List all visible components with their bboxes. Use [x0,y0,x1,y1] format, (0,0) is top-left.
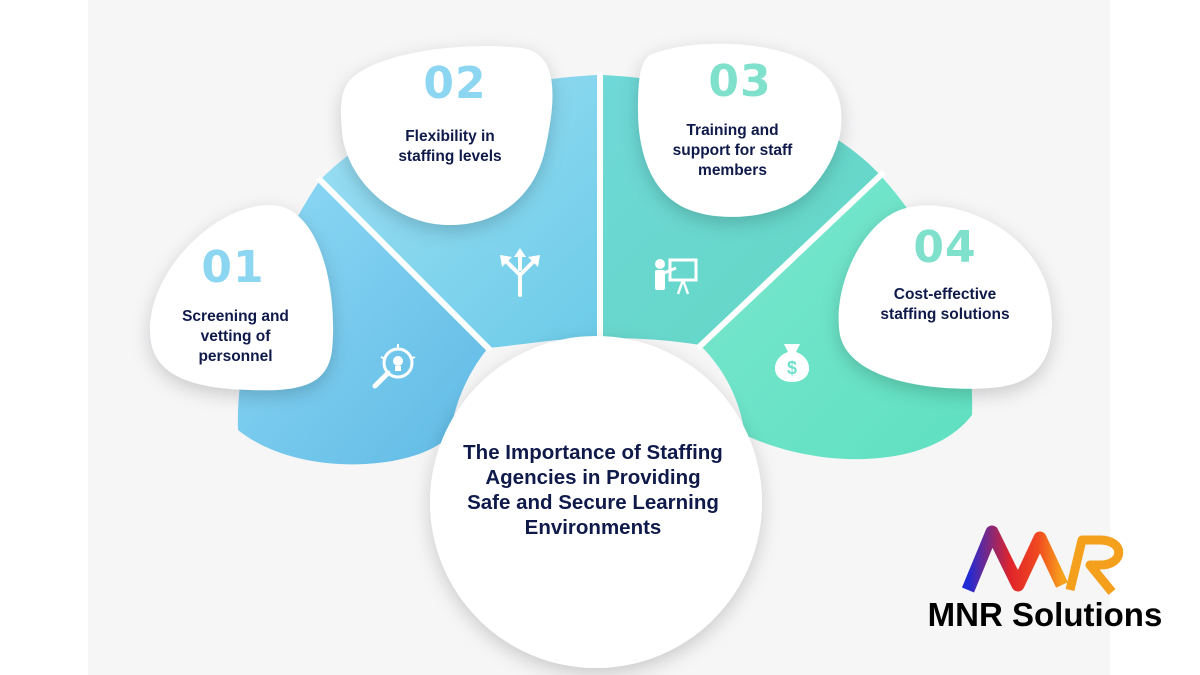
mnr-logo [961,525,1124,595]
petal-04 [838,205,1052,389]
item-04-label: Cost-effective staffing solutions [880,286,1010,323]
center-title: The Importance of Staffing Agencies in P… [463,441,723,539]
brand-name: MNR Solutions [927,596,1163,633]
item-01-number: 01 [201,242,265,293]
presenter-board-icon [655,258,698,295]
svg-text:$: $ [787,358,797,378]
split-arrows-icon [500,248,540,297]
money-bag-icon: $ [774,344,810,382]
petal-03 [638,43,842,217]
petal-02 [340,46,553,225]
item-02-number: 02 [423,58,487,109]
center-circle [430,336,762,668]
item-04-number: 04 [913,222,977,273]
item-03-number: 03 [708,56,772,107]
item-02-label: Flexibility in staffing levels [398,128,502,165]
petal-01 [150,205,334,391]
magnifier-lightbulb-icon [372,344,416,389]
item-01-label: Screening and vetting of personnel [182,308,289,365]
item-03-label: Training and support for staff members [672,122,793,179]
